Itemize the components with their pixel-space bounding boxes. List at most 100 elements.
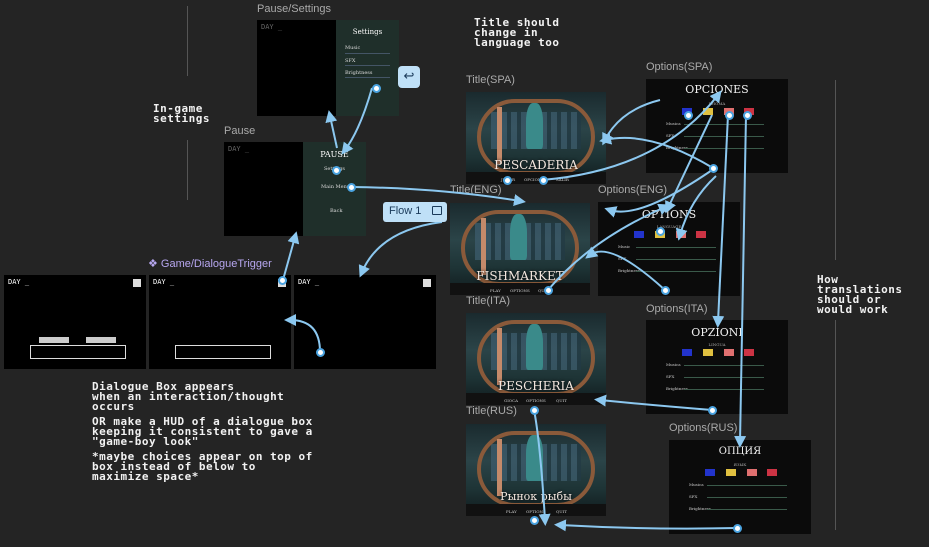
frame-game-2[interactable]: DAY _: [149, 275, 291, 369]
divider-left-top: [187, 6, 188, 76]
flag-rus[interactable]: [696, 231, 706, 238]
handle-ita-back[interactable]: [708, 406, 717, 415]
title-options[interactable]: OPTIONS: [510, 288, 530, 293]
title-options[interactable]: OPTIONS: [526, 509, 546, 514]
handle-spa-play[interactable]: [503, 176, 512, 185]
choice-bar-1[interactable]: [39, 337, 69, 343]
divider-left-mid: [187, 140, 188, 200]
title-options[interactable]: OPCIONES: [524, 177, 548, 182]
title-options[interactable]: OPTIONS: [526, 398, 546, 403]
flag-eng[interactable]: [682, 349, 692, 356]
title-play[interactable]: PLAY: [506, 509, 517, 514]
music-slider[interactable]: [684, 365, 764, 366]
handle-spa-back[interactable]: [709, 164, 718, 173]
frame-options-ita[interactable]: OPZIONI LINGUA Musica SFX Brightness: [646, 320, 788, 414]
connection-mainmenu-title: [351, 186, 526, 206]
label-pause: Pause: [224, 125, 256, 137]
frame-game-1[interactable]: DAY _: [4, 275, 146, 369]
handle-game-trigger[interactable]: [278, 276, 287, 285]
handle-eng-back[interactable]: [661, 286, 670, 295]
back-arrow-icon[interactable]: ↩: [398, 66, 420, 88]
frame-title-eng[interactable]: FISHMARKET PLAY OPTIONS QUIT: [450, 203, 590, 295]
day-label: DAY _: [153, 278, 175, 286]
options-language-label: LINGUA: [708, 342, 726, 347]
settings-sfx[interactable]: SFX: [345, 58, 356, 64]
connection-spa-eng: [599, 132, 714, 169]
title-quit[interactable]: QUIT: [556, 509, 567, 514]
frame-title-spa[interactable]: PESCADERIA JUGAR OPCIONES SALIR: [466, 92, 606, 184]
connection-eng-select: [675, 175, 717, 241]
flag-ita[interactable]: [724, 349, 734, 356]
flag-spa[interactable]: [726, 469, 736, 476]
handle-eng-options[interactable]: [544, 286, 553, 295]
handle-pause-settings[interactable]: [332, 166, 341, 175]
brightness-slider[interactable]: [684, 389, 764, 390]
scene-pillar: [496, 327, 503, 385]
pause-square-icon[interactable]: [133, 279, 141, 287]
title-quit[interactable]: SALIR: [556, 177, 569, 182]
choice-bar-2[interactable]: [86, 337, 116, 343]
settings-brightness[interactable]: Brightness: [345, 70, 373, 76]
brightness-slider[interactable]: [707, 509, 787, 510]
handle-flag-ita[interactable]: [725, 111, 734, 120]
handle-main-menu[interactable]: [347, 183, 356, 192]
connection-flag-spa: [665, 114, 713, 214]
day-label: DAY _: [8, 278, 30, 286]
handle-flag-eng[interactable]: [684, 111, 693, 120]
frame-title-rus[interactable]: Рынок рыбы PLAY OPTIONS QUIT: [466, 424, 606, 516]
options-sfx: SFX: [666, 133, 675, 138]
label-title-ita: Title(ITA): [466, 295, 510, 307]
connection-rus-title: [554, 519, 738, 532]
flow-start-button[interactable]: Flow 1: [383, 202, 447, 222]
handle-rus-options[interactable]: [530, 516, 539, 525]
flag-eng[interactable]: [634, 231, 644, 238]
frame-title-ita[interactable]: PESCHERIA GIOCA OPTIONS QUIT: [466, 313, 606, 405]
music-slider[interactable]: [684, 124, 764, 125]
sfx-slider[interactable]: [684, 136, 764, 137]
handle-eng-flag[interactable]: [656, 227, 665, 236]
handle-flag-rus[interactable]: [743, 111, 752, 120]
brightness-slider[interactable]: [684, 148, 764, 149]
flag-rus[interactable]: [767, 469, 777, 476]
handle-rus-back[interactable]: [733, 524, 742, 533]
note-title-change: Title should change in language too: [474, 16, 560, 49]
sfx-slider[interactable]: [636, 259, 716, 260]
music-slider[interactable]: [707, 485, 787, 486]
handle-game-3[interactable]: [316, 348, 325, 357]
pause-back-item[interactable]: Back: [330, 208, 343, 214]
settings-music[interactable]: Music: [345, 45, 361, 51]
title-quit[interactable]: QUIT: [538, 288, 549, 293]
flag-spa[interactable]: [703, 349, 713, 356]
title-quit[interactable]: QUIT: [556, 398, 567, 403]
label-options-ita: Options(ITA): [646, 303, 708, 315]
pause-main-menu-item[interactable]: Main Menu: [321, 184, 351, 190]
handle-settings[interactable]: [372, 84, 381, 93]
flag-rus[interactable]: [744, 349, 754, 356]
options-brightness: Brightness: [618, 268, 640, 273]
handle-spa-options[interactable]: [539, 176, 548, 185]
connection-flow-game: [358, 221, 443, 278]
brightness-slider[interactable]: [636, 271, 716, 272]
flag-spa[interactable]: [703, 108, 713, 115]
flag-ita[interactable]: [747, 469, 757, 476]
title-name: PESCADERIA: [494, 158, 578, 172]
options-music: Musica: [666, 121, 681, 126]
title-play[interactable]: PLAY: [490, 288, 501, 293]
connection-spa-title: [602, 99, 661, 146]
options-music: Musica: [666, 362, 681, 367]
sfx-slider[interactable]: [707, 497, 787, 498]
pause-square-icon[interactable]: [423, 279, 431, 287]
scene-pillar: [496, 438, 503, 496]
sfx-slider[interactable]: [684, 377, 764, 378]
flag-eng[interactable]: [705, 469, 715, 476]
label-game-trigger: ❖ Game/DialogueTrigger: [148, 257, 272, 270]
title-bottom-bar: [466, 172, 606, 184]
handle-ita-options[interactable]: [530, 406, 539, 415]
title-play[interactable]: GIOCA: [504, 398, 519, 403]
music-slider[interactable]: [636, 247, 716, 248]
component-icon: ❖: [148, 258, 161, 270]
frame-options-rus[interactable]: ОПЦИЯ ЯЗЫК Musica SFX Brightness: [669, 440, 811, 534]
divider-right-top: [835, 80, 836, 260]
dialogue-box: [30, 345, 126, 359]
